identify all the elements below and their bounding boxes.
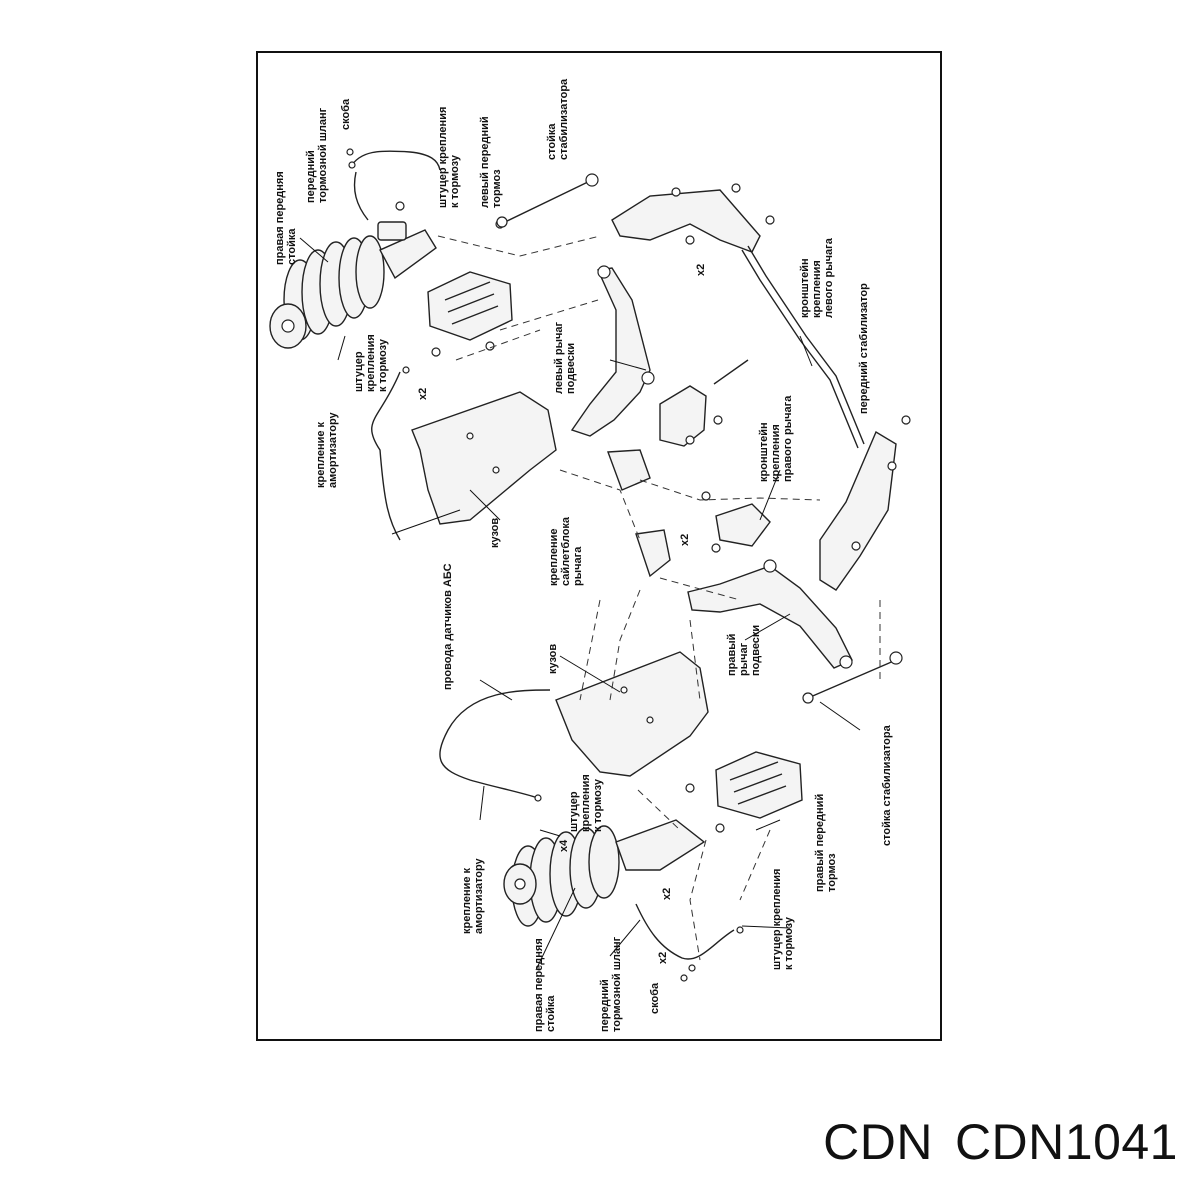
multiplier-lower-strut-x4: x4: [558, 839, 570, 852]
label-upper-shock-mount: крепление камортизатору: [315, 411, 339, 488]
left-brake-caliper: [427, 219, 513, 357]
label-left-arm: левый рычагподвески: [553, 321, 577, 394]
part-number: CDN1041: [954, 1114, 1178, 1170]
label-left-strut: правая передняястойка: [274, 171, 298, 265]
multiplier-middle: x2: [679, 534, 691, 546]
label-abs-wires: провода датчиков АБС: [442, 563, 454, 690]
multiplier-lower-strut-x2: x2: [661, 888, 673, 900]
label-body-lower: кузов: [547, 644, 559, 674]
upper-body-panel: [411, 391, 557, 525]
right-brake-caliper: [685, 751, 803, 833]
label-right-arm: правыйрычагподвески: [726, 625, 762, 676]
upper-bushing-plate: [607, 449, 651, 491]
label-bottom-bracket: скоба: [649, 982, 661, 1014]
label-bottom-stab-link: стойка стабилизатора: [881, 724, 893, 846]
multiplier-top-bracket: x2: [695, 264, 707, 276]
label-top-hose: переднийтормозной шланг: [305, 107, 329, 203]
top-stabilizer-link: [504, 179, 593, 223]
upper-coil-spring: [283, 235, 385, 341]
label-bushing-mount: креплениесайлетблокарычага: [548, 516, 584, 586]
label-bottom-hose: переднийтормозной шланг: [599, 936, 623, 1032]
label-lower-fitting: штуцеркрепленияк тормозу: [568, 774, 604, 832]
label-top-bracket: скоба: [340, 98, 352, 130]
label-bottom-fitting: штуцер крепленияк тормозу: [771, 869, 795, 970]
label-upper-fitting: штуцеркрепленияк тормозу: [353, 334, 389, 392]
top-brake-hose: [349, 150, 441, 171]
label-right-brake: правый переднийтормоз: [814, 794, 838, 892]
upper-strut-body: [379, 229, 437, 280]
assembly-guide-lines: [437, 235, 881, 961]
left-suspension-arm: [570, 267, 651, 437]
leader-lines: [299, 237, 861, 971]
lower-coil-spring: [511, 825, 620, 927]
brand-name: CDN: [823, 1114, 933, 1170]
bottom-brake-hose: [635, 903, 735, 960]
lower-body-panel: [555, 651, 709, 777]
bottom-stabilizer-link: [807, 659, 897, 699]
label-bottom-strut: правая передняястойка: [533, 938, 557, 1032]
stabilizer-bar: [741, 249, 859, 449]
part-caption: CDN CDN1041: [823, 1113, 1178, 1171]
left-arm-bracket-part: [611, 189, 761, 253]
label-top-fitting: штуцер крепленияк тормозу: [437, 107, 461, 208]
label-body-upper: кузов: [489, 518, 501, 548]
abs-wire-upper: [371, 371, 401, 541]
lower-strut-body: [615, 819, 706, 871]
lower-bushing-plate: [635, 529, 671, 578]
label-right-arm-bracket: кронштейнкрепленияправого рычага: [758, 395, 794, 482]
upper-strut-drawing: [269, 221, 437, 349]
right-arm-mount: [715, 503, 771, 547]
label-top-stab-link: стойкастабилизатора: [546, 78, 570, 160]
label-lower-shock-mount: крепление камортизатору: [461, 857, 485, 934]
multiplier-upper-strut: x2: [417, 388, 429, 400]
diagram-frame: [256, 51, 942, 1041]
right-arm-bracket-part: [659, 385, 707, 447]
label-left-arm-bracket: кронштейнкреплениялевого рычага: [799, 237, 835, 318]
multiplier-bottom: x2: [657, 952, 669, 964]
lower-strut-drawing: [503, 819, 706, 927]
abs-wire-lower: [439, 689, 551, 799]
right-arm-lower-bracket: [819, 430, 897, 591]
label-stabilizer: передний стабилизатор: [858, 283, 870, 414]
label-left-brake: левый переднийтормоз: [479, 116, 503, 208]
